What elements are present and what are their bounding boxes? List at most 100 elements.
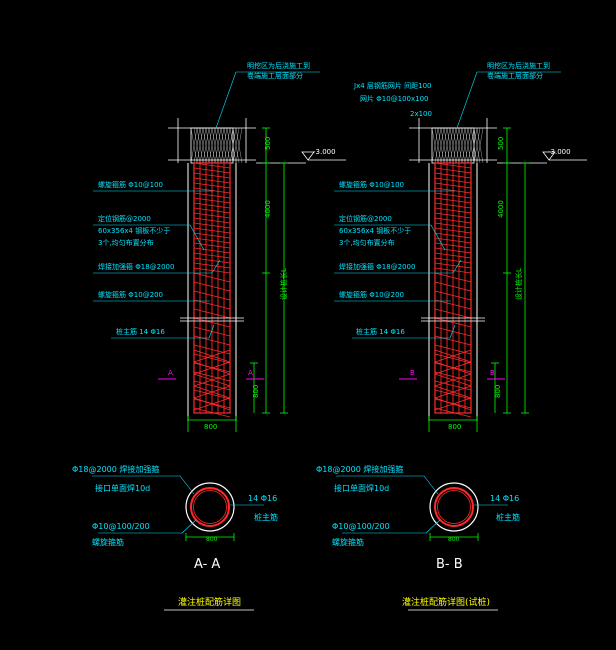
sec-b-dim: 800 [448, 536, 460, 543]
spiral-stirrup [193, 187, 231, 194]
spiral-stirrup [434, 335, 472, 346]
sec-b-label-spiral-2: 螺旋箍筋 [332, 537, 364, 547]
spiral-stirrup [434, 232, 472, 239]
left-width: 800 [204, 423, 217, 431]
spiral-stirrup [434, 290, 472, 301]
sec-b-title: B- B [436, 557, 463, 572]
spiral-stirrup [193, 267, 231, 274]
sec-a-dim: 800 [206, 536, 218, 543]
spiral-stirrup [434, 252, 472, 259]
spiral-stirrup [193, 326, 231, 337]
cap-hatch [467, 127, 475, 164]
leader-line [211, 259, 221, 274]
spiral-stirrup [434, 397, 472, 411]
spiral-stirrup [434, 385, 472, 399]
spiral-stirrup [193, 407, 231, 418]
spiral-stirrup [193, 380, 231, 391]
sec-a-label-ring-2: 接口单面焊10d [95, 483, 150, 493]
left-pile-elevation [93, 71, 346, 432]
right-dim-mid: 4000 [497, 200, 505, 218]
spiral-stirrup [434, 217, 472, 224]
right-note-pre: Jx4 层钢筋网片 间距100 [353, 81, 431, 90]
spiral-stirrup [434, 389, 472, 400]
right-label-spiral: 螺旋箍筋 Φ10@200 [339, 290, 404, 299]
cap-hatch [473, 127, 481, 164]
spiral-stirrup [434, 371, 472, 382]
cap-hatch [470, 127, 478, 164]
leader-line [208, 324, 215, 339]
spiral-stirrup [193, 192, 231, 199]
cap-hatch [452, 127, 460, 164]
level-triangle [542, 151, 556, 161]
spiral-stirrup [193, 172, 231, 179]
right-note-pre-2: 网片 Φ10@100x100 [360, 94, 429, 103]
spiral-stirrup [434, 172, 472, 179]
sec-b-label-spiral: Φ10@100/200 [332, 522, 390, 531]
sec-a-label-main: 14 Φ16 [248, 494, 277, 503]
cap-hatch [211, 127, 219, 164]
section-ring-bar [190, 487, 230, 527]
cap-hatch [458, 127, 466, 164]
section-b-b [336, 475, 508, 611]
spiral-stirrup [193, 371, 231, 382]
spiral-stirrup [193, 349, 231, 363]
right-dim-total: 设计桩长L [514, 268, 523, 300]
spiral-stirrup [193, 217, 231, 224]
spiral-stirrup [193, 385, 231, 399]
spiral-stirrup [193, 182, 231, 189]
spiral-stirrup [434, 197, 472, 204]
cap-hatch [190, 127, 198, 164]
spiral-stirrup [193, 281, 231, 292]
left-dim-total: 设计桩长L [279, 268, 288, 300]
spiral-stirrup [434, 353, 472, 364]
right-label-stiffener-2: 60x356x4 钢板不少于 [339, 226, 411, 235]
right-section-mark-left: B [410, 369, 415, 377]
right-label-ring: 焊接加强箍 Φ18@2000 [339, 262, 415, 271]
spiral-stirrup [193, 353, 231, 364]
right-label-stiffener-3: 3个,均匀布置分布 [339, 238, 395, 247]
spiral-stirrup [434, 247, 472, 254]
spiral-stirrup [193, 202, 231, 209]
cap-hatch [461, 127, 469, 164]
spiral-stirrup [193, 290, 231, 301]
cap-hatch [205, 127, 213, 164]
spiral-stirrup [434, 299, 472, 310]
leader-line [452, 259, 462, 274]
right-width: 800 [448, 423, 461, 431]
right-section-mark-right: B [490, 369, 495, 377]
right-dim-top: 500 [497, 137, 505, 150]
spiral-stirrup [434, 167, 472, 174]
spiral-stirrup [193, 232, 231, 239]
spiral-stirrup [434, 398, 472, 409]
spiral-stirrup [434, 162, 472, 169]
sec-a-title: A- A [194, 557, 220, 572]
spiral-stirrup [434, 407, 472, 418]
drawing-title-left: 灌注桩配筋详图 [178, 596, 241, 608]
spiral-stirrup [434, 187, 472, 194]
right-label-stiffener-1: 定位钢筋@2000 [339, 214, 392, 223]
right-dim-bottom: 800 [494, 385, 502, 398]
left-note-top: 明挖区为后浇施工到 [247, 61, 310, 70]
left-label-stiffener-3: 3个,均匀布置分布 [98, 238, 154, 247]
spiral-stirrup [434, 281, 472, 292]
right-level: -3.000 [548, 148, 571, 156]
spiral-stirrup [193, 398, 231, 409]
spiral-stirrup [193, 167, 231, 174]
leader-line [449, 324, 456, 339]
cap-hatch [199, 127, 207, 164]
left-dim-mid: 4000 [264, 200, 272, 218]
left-dim-top: 500 [264, 137, 272, 150]
cap-hatch [214, 127, 222, 164]
spiral-stirrup [434, 182, 472, 189]
sec-a-label-main-2: 桩主筋 [254, 512, 278, 522]
spiral-stirrup [193, 162, 231, 169]
spiral-stirrup [434, 380, 472, 391]
cap-hatch [232, 127, 240, 164]
left-section-mark-right: A [248, 369, 253, 377]
section-spiral [437, 490, 471, 524]
leader-line [423, 475, 439, 495]
cap-hatch [455, 127, 463, 164]
left-label-ring: 焊接加强箍 Φ18@2000 [98, 262, 174, 271]
spiral-stirrup [193, 207, 231, 214]
